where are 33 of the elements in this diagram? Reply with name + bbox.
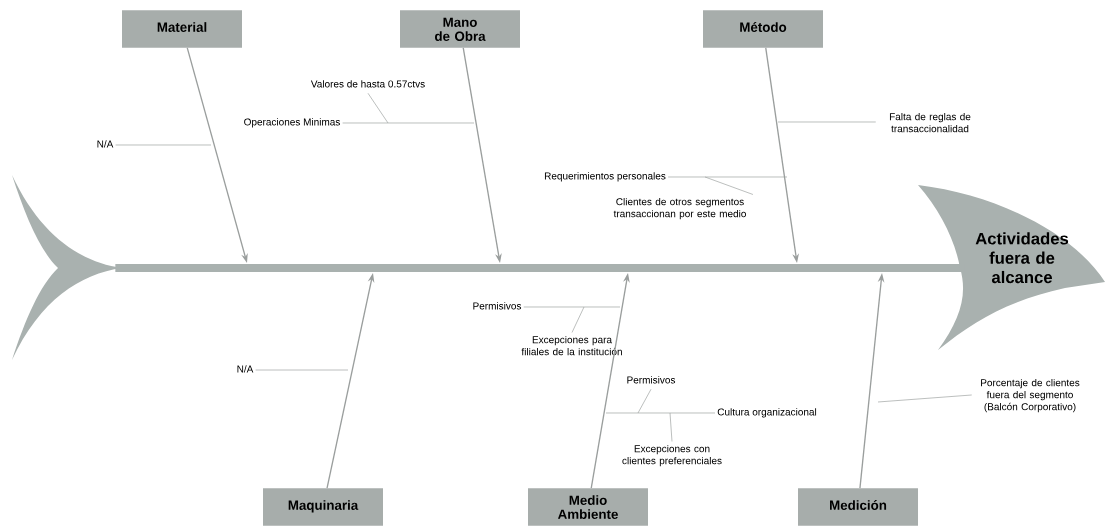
- cause-label: Permisivos: [473, 302, 522, 310]
- leader-line: [115, 144, 212, 146]
- cause-label: Falta de reglas de transaccionalidad: [889, 112, 971, 133]
- leader-line: [605, 412, 716, 414]
- category-box: Material: [122, 10, 242, 48]
- cause-label: Clientes de otros segmentos transaccionan por este medio: [613, 197, 746, 220]
- category-box: Mano de Obra: [400, 10, 520, 48]
- leader-line: [777, 121, 877, 123]
- category-box: Método: [703, 10, 823, 48]
- leader-line: [669, 412, 673, 442]
- cause-label: N/A: [97, 140, 114, 148]
- leader-line: [637, 388, 652, 414]
- leader-line: [255, 369, 349, 371]
- cause-label: Cultura organizacional: [717, 408, 817, 418]
- leader-line: [667, 176, 788, 178]
- category-box: Medio Ambiente: [528, 488, 648, 526]
- cause-label: N/A: [237, 365, 254, 373]
- cause-label: Porcentaje de clientes fuera del segmento (Balcón Corporativo): [981, 378, 1080, 413]
- cause-label: Valores de hasta 0.57ctvs: [310, 80, 425, 88]
- leader-line: [523, 306, 621, 308]
- category-box: Medición: [798, 488, 918, 526]
- leader-line: [571, 306, 585, 333]
- leader-line: [877, 394, 973, 403]
- leader-line: [342, 122, 475, 124]
- cause-label: Excepciones con clientes preferenciales: [622, 444, 722, 467]
- fish-head: Actividades fuera de alcance: [918, 185, 1105, 350]
- cause-label: Requerimientos personales: [544, 172, 666, 182]
- cause-label: Excepciones para filiales de la institución: [521, 335, 622, 356]
- category-box: Maquinaria: [263, 488, 383, 526]
- cause-label: Permisivos: [627, 376, 676, 384]
- leader-line: [367, 92, 389, 124]
- cause-label: Operaciones Minimas: [244, 118, 340, 128]
- leader-line: [704, 176, 754, 195]
